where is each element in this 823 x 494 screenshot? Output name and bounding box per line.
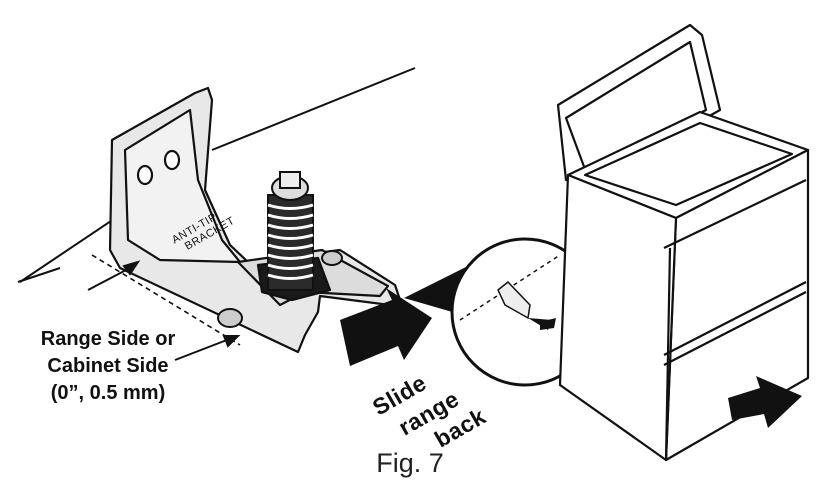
figure-caption: Fig. 7 [376,448,444,478]
anti-tip-bracket [108,86,402,354]
slide-arrow-left [340,288,432,366]
side-label-line1: Range Side or [40,328,176,350]
screws [217,250,343,328]
range-appliance [556,23,810,462]
leveling-leg [267,171,314,291]
pointer-arrows [87,260,241,361]
dashed-guide [91,254,241,346]
side-label-line3: (0”, 0.5 mm) [50,382,166,404]
side-label: Range Side or Cabinet Side (0”, 0.5 mm) [8,326,208,407]
side-label-line2: Cabinet Side [47,355,169,377]
slide-arrow-right [728,376,802,428]
